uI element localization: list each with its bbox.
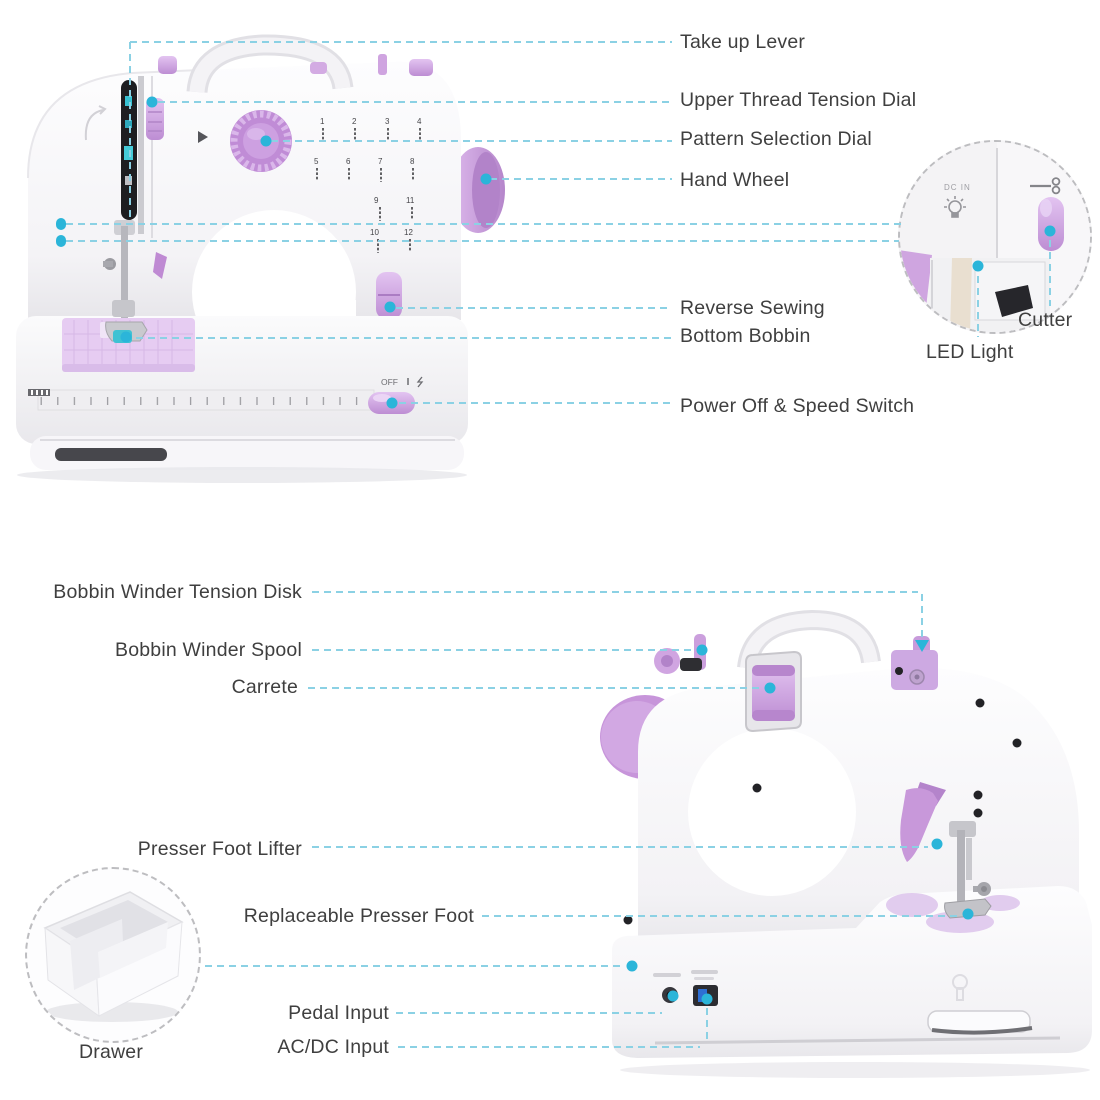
presser-foot-assembly xyxy=(944,821,992,919)
svg-text:8: 8 xyxy=(410,157,415,166)
winder-switch xyxy=(680,658,702,671)
top-cap-left xyxy=(158,56,177,74)
label-pedal-input: Pedal Input xyxy=(288,1002,389,1024)
label-take-up-lever: Take up Lever xyxy=(680,31,806,53)
label-led-light: LED Light xyxy=(926,341,1014,363)
svg-text:1: 1 xyxy=(320,117,325,126)
throat-cutout-back xyxy=(688,728,856,896)
label-presser-foot-lifter: Presser Foot Lifter xyxy=(137,838,302,860)
svg-text:11: 11 xyxy=(406,196,415,205)
bobbin-winder-tension-disk-part xyxy=(891,636,938,690)
label-bobbin-winder-spool: Bobbin Winder Spool xyxy=(115,639,302,661)
sewing-machine-front-view: 1 2 3 4 5 6 7 8 9 11 10 12 xyxy=(16,34,505,483)
ruler-strip xyxy=(28,389,375,411)
drawer-illustration xyxy=(43,891,184,1018)
needle-clamp-lever xyxy=(153,252,167,279)
label-drawer: Drawer xyxy=(78,1041,144,1063)
spool-pin-front xyxy=(378,54,387,75)
thread-path-mark xyxy=(84,105,107,141)
top-cap-right xyxy=(409,59,433,76)
label-carrete: Carrete xyxy=(231,676,298,698)
needle-clamp-fragment xyxy=(995,285,1033,317)
label-hand-wheel: Hand Wheel xyxy=(680,169,790,191)
light-bulb-icon xyxy=(944,196,966,218)
bed-details xyxy=(620,974,1090,1078)
cutter-led-detail-inset: DC IN xyxy=(898,140,1092,334)
svg-text:5: 5 xyxy=(314,157,319,166)
carry-handle-back xyxy=(737,609,881,670)
base-slot xyxy=(55,448,167,461)
sewing-machine-back-view xyxy=(600,609,1092,1078)
dc-in-marking: DC IN xyxy=(944,183,971,192)
svg-text:2: 2 xyxy=(352,117,357,126)
svg-text:3: 3 xyxy=(385,117,390,126)
svg-text:7: 7 xyxy=(378,157,383,166)
label-power-off-speed-switch: Power Off & Speed Switch xyxy=(680,395,915,417)
svg-text:12: 12 xyxy=(404,228,413,237)
label-ac-dc-input: AC/DC Input xyxy=(277,1036,389,1058)
label-bobbin-winder-tension-disk: Bobbin Winder Tension Disk xyxy=(53,581,302,603)
drawer-detail-inset xyxy=(25,867,201,1043)
svg-text:10: 10 xyxy=(370,228,379,237)
thread-cutter-icon xyxy=(1030,177,1061,195)
hand-wheel xyxy=(451,147,505,233)
svg-text:4: 4 xyxy=(417,117,422,126)
anchor-dots xyxy=(56,96,1056,1005)
dial-arrow-mark xyxy=(198,131,208,143)
svg-text:6: 6 xyxy=(346,157,351,166)
presser-foot-lifter-lever xyxy=(900,782,946,862)
machine-fragment xyxy=(900,250,932,308)
label-pattern-selection-dial: Pattern Selection Dial xyxy=(680,128,872,150)
svg-text:OFF: OFF xyxy=(381,377,398,387)
label-bottom-bobbin: Bottom Bobbin xyxy=(680,325,811,347)
label-upper-thread-tension-dial: Upper Thread Tension Dial xyxy=(680,89,917,111)
upper-thread-tension-dial xyxy=(146,98,164,140)
base-foot xyxy=(30,436,464,470)
label-cutter: Cutter xyxy=(1018,309,1073,331)
svg-text:9: 9 xyxy=(374,196,379,205)
label-replaceable-presser-foot: Replaceable Presser Foot xyxy=(243,905,474,927)
reverse-sewing-button xyxy=(376,272,402,319)
label-reverse-sewing: Reverse Sewing xyxy=(680,297,825,319)
carry-handle xyxy=(186,34,354,94)
stitch-pattern-panel: 1 2 3 4 5 6 7 8 9 11 10 12 xyxy=(314,117,422,253)
face-plate-strip xyxy=(138,76,144,234)
top-cap-middle xyxy=(310,62,327,74)
